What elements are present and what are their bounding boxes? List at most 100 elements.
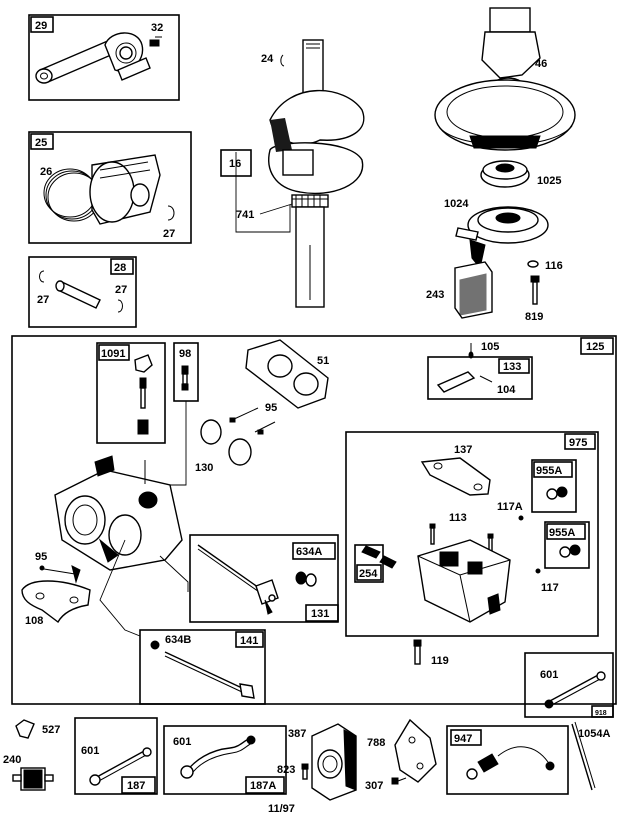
crankshaft-group: 24 16 741	[220, 39, 365, 308]
label-95a: 95	[265, 402, 277, 414]
label-823: 823	[277, 764, 295, 776]
label-788: 788	[367, 737, 385, 749]
label-27b: 27	[37, 294, 49, 306]
label-307: 307	[365, 780, 383, 792]
intake-387	[311, 723, 357, 801]
throttle-shaft	[197, 544, 279, 615]
camshaft-group: 46 1025 1024 116 819	[426, 7, 576, 323]
label-119: 119	[431, 655, 449, 667]
choke-lever	[436, 371, 493, 393]
jet-955a-1	[546, 486, 568, 500]
piston-pin	[55, 280, 101, 309]
group-29: 29 32	[28, 14, 180, 101]
cam-gear	[434, 79, 576, 151]
label-1054a: 1054A	[578, 728, 610, 740]
screw-307	[391, 777, 407, 785]
tie-1054a	[571, 723, 593, 791]
label-32: 32	[151, 22, 163, 34]
gasket-51	[245, 339, 329, 409]
fuel-line-601a	[544, 671, 606, 709]
label-104: 104	[497, 384, 516, 396]
label-130: 130	[195, 462, 213, 474]
label-117a: 117A	[497, 501, 523, 513]
bolt-823	[301, 763, 309, 780]
piston	[89, 154, 161, 225]
label-24: 24	[261, 53, 274, 65]
pin-clip-right	[117, 299, 123, 313]
choke-shaft	[164, 651, 255, 699]
box-label-947: 947	[454, 733, 472, 745]
box-label-955a-1: 955A	[536, 465, 562, 477]
gasket-137	[420, 457, 491, 496]
bottom-row: 527 240 187 601 187A 601 387	[3, 717, 610, 801]
box-label-98: 98	[179, 348, 191, 360]
key	[280, 54, 285, 67]
fuel-filter-240	[12, 767, 54, 791]
box-label-141: 141	[240, 635, 258, 647]
needle-254	[361, 545, 397, 569]
label-117: 117	[541, 582, 559, 594]
label-1024: 1024	[444, 198, 469, 210]
group-28: 28 27 27	[28, 256, 137, 328]
label-51: 51	[317, 355, 329, 367]
group-25: 25 26 27	[28, 131, 192, 244]
box-label-254: 254	[359, 568, 378, 580]
box-label-28: 28	[114, 262, 126, 274]
jet-955a-2	[559, 544, 581, 558]
box-label-918: 918	[595, 710, 607, 717]
screw-95	[39, 565, 81, 584]
box-label-25: 25	[35, 137, 47, 149]
label-741: 741	[236, 209, 254, 221]
bolt-819	[530, 275, 540, 305]
primer-assembly	[134, 354, 153, 435]
label-819: 819	[525, 311, 543, 323]
box-label-187a: 187A	[250, 780, 276, 792]
label-601b: 601	[81, 745, 99, 757]
box-label-187: 187	[127, 780, 145, 792]
label-634b: 634B	[165, 634, 191, 646]
float-bowl	[417, 539, 511, 623]
label-105: 105	[481, 341, 499, 353]
box-label-131: 131	[311, 608, 329, 620]
box-label-16: 16	[229, 158, 241, 170]
label-601c: 601	[173, 736, 191, 748]
label-95b: 95	[35, 551, 47, 563]
box-label-1091: 1091	[101, 348, 125, 360]
carburetor-body	[54, 455, 183, 571]
governor-spool	[480, 160, 530, 188]
bracket-108	[21, 580, 91, 624]
clip-527	[15, 719, 35, 739]
box-label-955a-2: 955A	[549, 527, 575, 539]
wire-947	[466, 746, 555, 780]
rod-bolt	[149, 36, 162, 47]
label-27c: 27	[115, 284, 127, 296]
label-27a: 27	[163, 228, 175, 240]
box-16-bracket	[235, 152, 291, 233]
label-108: 108	[25, 615, 43, 627]
box-label-29: 29	[35, 20, 47, 32]
pin-clip-left	[39, 270, 45, 283]
box-16	[220, 149, 252, 177]
pin-clip	[167, 205, 175, 221]
box-label-634a: 634A	[296, 546, 322, 558]
label-1025: 1025	[537, 175, 561, 187]
screws-95	[229, 407, 276, 435]
governor-gear	[455, 206, 549, 270]
screws-113	[429, 523, 494, 555]
footer-date: 11/97	[268, 803, 295, 815]
label-527: 527	[42, 724, 60, 736]
throttle-plates-130	[200, 419, 252, 466]
fuel-line-601c	[180, 735, 256, 779]
seal-634a	[295, 571, 317, 587]
label-26: 26	[40, 166, 52, 178]
label-113: 113	[449, 512, 467, 524]
label-601a: 601	[540, 669, 558, 681]
jet-98	[181, 365, 189, 391]
bolt-119	[413, 639, 422, 665]
box-label-975: 975	[569, 437, 587, 449]
crankshaft	[268, 39, 365, 308]
box-243-part	[454, 261, 493, 319]
seal-634b	[150, 640, 160, 650]
label-240: 240	[3, 754, 21, 766]
